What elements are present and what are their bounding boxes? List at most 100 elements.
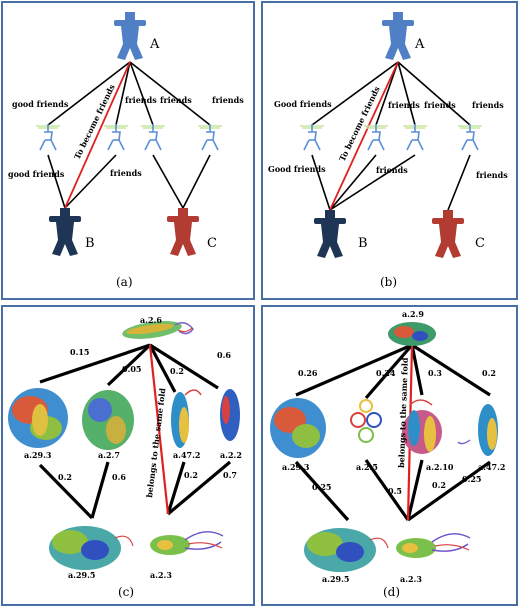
panel-a-edges (47, 61, 211, 209)
edge (364, 459, 410, 521)
panel-d: a.2.9 0.26 0.24 0.3 0.2 a.29.3 a.2.5 a.2… (261, 305, 518, 606)
node-a-label: A (414, 37, 425, 52)
edge (406, 459, 424, 521)
highlight-edge (64, 61, 131, 209)
protein-a293-icon (8, 388, 68, 448)
edge (294, 460, 350, 522)
edge (166, 461, 186, 515)
weight-label: 0.6 (217, 350, 231, 360)
edge (39, 343, 151, 384)
node-c-label: C (475, 236, 485, 251)
edge (166, 460, 232, 516)
node-label: a.2.7 (98, 450, 120, 460)
edge (47, 61, 131, 126)
panel-a: A B C good friends good friends friends … (1, 1, 255, 300)
edge-label: friends (125, 95, 157, 105)
edge-label: friends (424, 100, 456, 110)
edge-label: Good friends (274, 99, 332, 109)
node-label: a.2.3 (400, 574, 422, 584)
weight-label: 0.6 (112, 472, 126, 482)
top-node-label: a.2.9 (402, 309, 424, 319)
node-label: a.2.3 (150, 570, 172, 580)
protein-a29-icon (388, 322, 436, 346)
panel-c-edges (38, 343, 232, 520)
edge (182, 154, 211, 209)
protein-a210-icon (402, 399, 442, 454)
edge (149, 343, 219, 390)
panel-b: A B C Good friends Good friends friends … (261, 1, 518, 300)
edge (364, 343, 414, 400)
weight-label: 0.24 (376, 368, 396, 378)
weight-label: 0.26 (298, 368, 318, 378)
top-node-label: a.2.6 (140, 315, 162, 325)
weight-label: 0.3 (428, 368, 442, 378)
protein-a26-icon (122, 321, 194, 339)
edge (115, 61, 131, 126)
edge (407, 460, 491, 522)
panel-a-caption: (a) (116, 275, 133, 289)
panel-c-caption: (c) (118, 585, 134, 599)
node-a-label: A (149, 37, 160, 52)
edge-label: good friends (12, 99, 69, 109)
protein-a472-icon (457, 404, 498, 456)
edge (397, 61, 416, 126)
edge (90, 461, 110, 519)
highlight-edge-label: belongs to the same fold (396, 357, 410, 468)
panel-c: a.2.6 0.15 0.05 0.2 0.6 a.29.3 a.2.7 a.4… (1, 305, 255, 606)
node-label: a.2.5 (356, 462, 378, 472)
edge (129, 61, 154, 126)
edge (38, 463, 94, 520)
protein-a293-icon (270, 398, 326, 458)
edge-label: friends (376, 165, 408, 175)
node-label: a.29.5 (68, 570, 95, 580)
edge (411, 343, 491, 397)
edge-label: friends (388, 100, 420, 110)
weight-label: 0.2 (184, 470, 198, 480)
weight-label: 0.2 (170, 366, 184, 376)
weight-label: 0.5 (388, 486, 402, 496)
edge-label: friends (472, 100, 504, 110)
edge (129, 61, 211, 126)
highlight-edge (329, 61, 399, 211)
weight-label: 0.2 (58, 472, 72, 482)
node-label: a.29.3 (24, 450, 52, 460)
protein-a25-icon (350, 399, 382, 443)
node-b-label: B (85, 236, 95, 251)
protein-a472-icon (171, 389, 202, 448)
protein-a295-icon (304, 528, 389, 572)
edge (106, 343, 152, 387)
node-b-label: B (358, 236, 368, 251)
edge (329, 154, 377, 211)
edge-label: friends (212, 95, 244, 105)
edge (410, 344, 424, 396)
panel-b-border (261, 1, 518, 300)
edge (152, 154, 184, 209)
edge (397, 61, 471, 126)
weight-label: 0.2 (432, 480, 446, 490)
protein-a23-icon (396, 533, 471, 558)
highlight-edge (148, 344, 170, 515)
edge (329, 154, 416, 211)
node-c-label: C (207, 236, 217, 251)
weight-label: 0.7 (223, 470, 237, 480)
edge-label: friends (160, 95, 192, 105)
panel-b-caption: (b) (380, 275, 397, 289)
node-label: a.2.2 (220, 450, 242, 460)
panel-c-border (1, 305, 255, 606)
edge (375, 61, 399, 126)
weight-label: 0.25 (312, 482, 331, 492)
edge (64, 154, 117, 209)
edge (447, 154, 471, 211)
protein-a27-icon (82, 390, 134, 450)
edge (311, 154, 331, 211)
node-label: a.29.3 (282, 462, 310, 472)
weight-label: 0.05 (122, 364, 141, 374)
panel-d-caption: (d) (383, 585, 400, 599)
edge-label: Good friends (268, 164, 326, 174)
edge-label: good friends (8, 169, 65, 179)
protein-a23-icon (150, 531, 224, 555)
weight-label: 0.25 (462, 474, 481, 484)
edge-label: friends (110, 168, 142, 178)
edge-label: friends (476, 170, 508, 180)
protein-a22-icon (220, 389, 240, 441)
